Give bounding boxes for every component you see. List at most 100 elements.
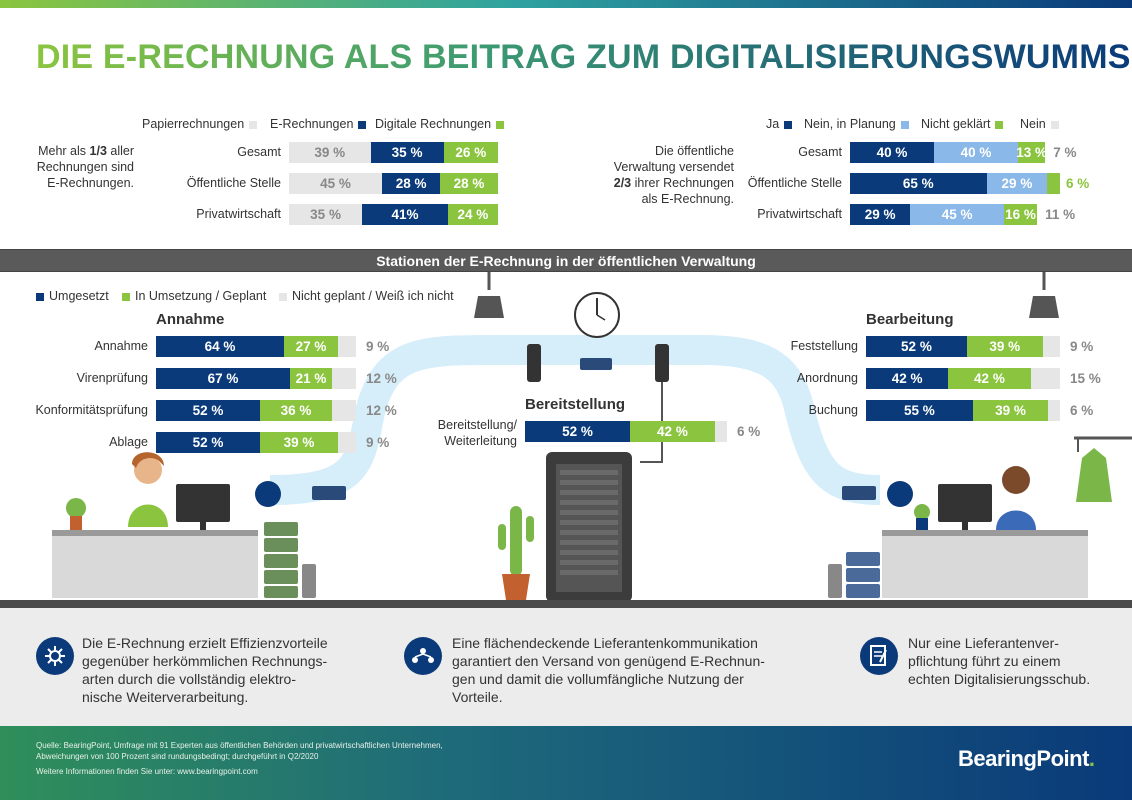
legend-planung: Nein, in Planung xyxy=(804,117,909,131)
bar-segment: 45 % xyxy=(289,173,383,194)
legend-nicht-geklaert: Nicht geklärt xyxy=(921,117,1004,131)
bar-segment xyxy=(332,400,356,421)
legend-papier: Papierrechnungen xyxy=(142,117,258,131)
bar-segment: 36 % xyxy=(260,400,332,421)
data-label: 12 % xyxy=(366,371,397,386)
bar-segment xyxy=(1047,173,1060,194)
bar-segment: 35 % xyxy=(370,142,444,163)
brand-logo[interactable]: BearingPoint. xyxy=(958,746,1095,771)
data-label: 15 % xyxy=(1070,371,1101,386)
bar-segment: 29 % xyxy=(986,173,1048,194)
bar-segment: 65 % xyxy=(850,173,987,194)
bar-segment: 64 % xyxy=(156,336,284,357)
bar-segment: 26 % xyxy=(443,142,498,163)
lamp-icon xyxy=(1029,272,1059,318)
category-label: Öffentliche Stelle xyxy=(186,176,281,190)
category-label: Anordnung xyxy=(796,371,858,385)
bar-segment: 45 % xyxy=(910,204,1004,225)
gear-icon xyxy=(36,637,74,675)
bar-segment: 55 % xyxy=(866,400,973,421)
bar-segment: 42 % xyxy=(630,421,715,442)
bar-segment: 13 % xyxy=(1016,142,1047,163)
bar-segment: 16 % xyxy=(1003,204,1038,225)
section-bar xyxy=(0,249,1132,272)
bar-segment: 28 % xyxy=(382,173,441,194)
footer xyxy=(0,726,1132,800)
category-label: Privatwirtschaft xyxy=(757,207,842,221)
bar-segment: 41% xyxy=(362,204,448,225)
bar-segment: 39 % xyxy=(972,400,1049,421)
cactus-icon xyxy=(498,506,534,600)
category-label: Privatwirtschaft xyxy=(196,207,281,221)
data-label: 9 % xyxy=(366,339,390,354)
bottom-note-1: Die E-Rechnung erzielt Effizienzvorteile… xyxy=(82,635,328,705)
bar-segment: 27 % xyxy=(284,336,338,357)
category-label: Feststellung xyxy=(790,339,858,353)
bar-segment: 7 % xyxy=(1053,145,1077,160)
bottom-panel xyxy=(0,608,1132,726)
illustration xyxy=(52,272,1132,602)
section-title: Stationen der E-Rechnung in der öffentli… xyxy=(376,253,756,269)
category-label: Virenprüfung xyxy=(76,371,148,385)
bar-segment xyxy=(1068,173,1108,194)
bar-segment xyxy=(338,336,356,357)
legend-ja: Ja xyxy=(766,117,793,131)
bar-segment: 39 % xyxy=(966,336,1043,357)
bar-segment: 40 % xyxy=(850,142,934,163)
bar-segment: 52 % xyxy=(525,421,631,442)
data-label: 6 % xyxy=(1066,176,1090,191)
heading-bereitstellung: Bereitstellung xyxy=(525,396,626,413)
bar-segment: 21 % xyxy=(290,368,332,389)
legend-digital: Digitale Rechnungen xyxy=(375,117,505,131)
left-desk xyxy=(52,452,258,598)
contract-icon xyxy=(860,637,898,675)
server-rack-icon xyxy=(546,452,632,602)
bottom-note-3: Nur eine Lieferantenver-pflichtung führt… xyxy=(908,635,1091,687)
bar-segment: 39 % xyxy=(260,432,338,453)
left-note: Mehr als 1/3 aller Rechnungen sind E-Rec… xyxy=(36,144,134,190)
connector-icon xyxy=(655,344,669,382)
category-label: Bereitstellung/Weiterleitung xyxy=(437,418,517,448)
bar-segment: 29 % xyxy=(850,204,911,225)
lamp-icon xyxy=(474,272,504,318)
bar-segment xyxy=(1042,336,1060,357)
legend-umgesetzt: Umgesetzt xyxy=(36,289,109,303)
category-label: Gesamt xyxy=(237,145,281,159)
bar-segment: 67 % xyxy=(156,368,290,389)
bar-segment: 24 % xyxy=(447,204,498,225)
category-label: Annahme xyxy=(94,339,148,353)
coat-rack-icon xyxy=(1074,436,1132,502)
bar-segment: 40 % xyxy=(934,142,1018,163)
bar-segment: 52 % xyxy=(866,336,967,357)
bar-segment: 11 % xyxy=(1045,207,1076,222)
bar-segment xyxy=(332,368,356,389)
data-label: 6 % xyxy=(1070,403,1094,418)
legend-umsetzung: In Umsetzung / Geplant xyxy=(122,289,266,303)
output-device-icon xyxy=(842,481,913,507)
legend-nein: Nein xyxy=(1020,117,1059,131)
heading-bearbeitung: Bearbeitung xyxy=(866,311,954,328)
bar-segment xyxy=(1030,368,1060,389)
bar-segment: 42 % xyxy=(866,368,949,389)
category-label: Ablage xyxy=(109,435,148,449)
heading-annahme: Annahme xyxy=(156,311,225,328)
storage-stack-icon xyxy=(264,522,316,598)
bar-segment: 28 % xyxy=(440,173,498,194)
category-label: Gesamt xyxy=(798,145,842,159)
people-network-icon xyxy=(404,637,442,675)
bar-segment: 42 % xyxy=(948,368,1031,389)
bar-segment: 52 % xyxy=(156,432,260,453)
bar-segment xyxy=(1048,400,1060,421)
right-desk xyxy=(882,466,1088,598)
data-label: 9 % xyxy=(1070,339,1094,354)
bar-segment: 35 % xyxy=(289,204,363,225)
bottom-note-2: Eine flächendeckende Lieferantenkommunik… xyxy=(452,635,765,705)
data-label: 12 % xyxy=(366,403,397,418)
clock-icon xyxy=(574,292,620,338)
bar-segment: 39 % xyxy=(289,142,371,163)
connector-icon xyxy=(527,344,541,382)
data-label: 6 % xyxy=(737,424,761,439)
bar-segment: 52 % xyxy=(156,400,260,421)
category-label: Buchung xyxy=(808,403,858,417)
